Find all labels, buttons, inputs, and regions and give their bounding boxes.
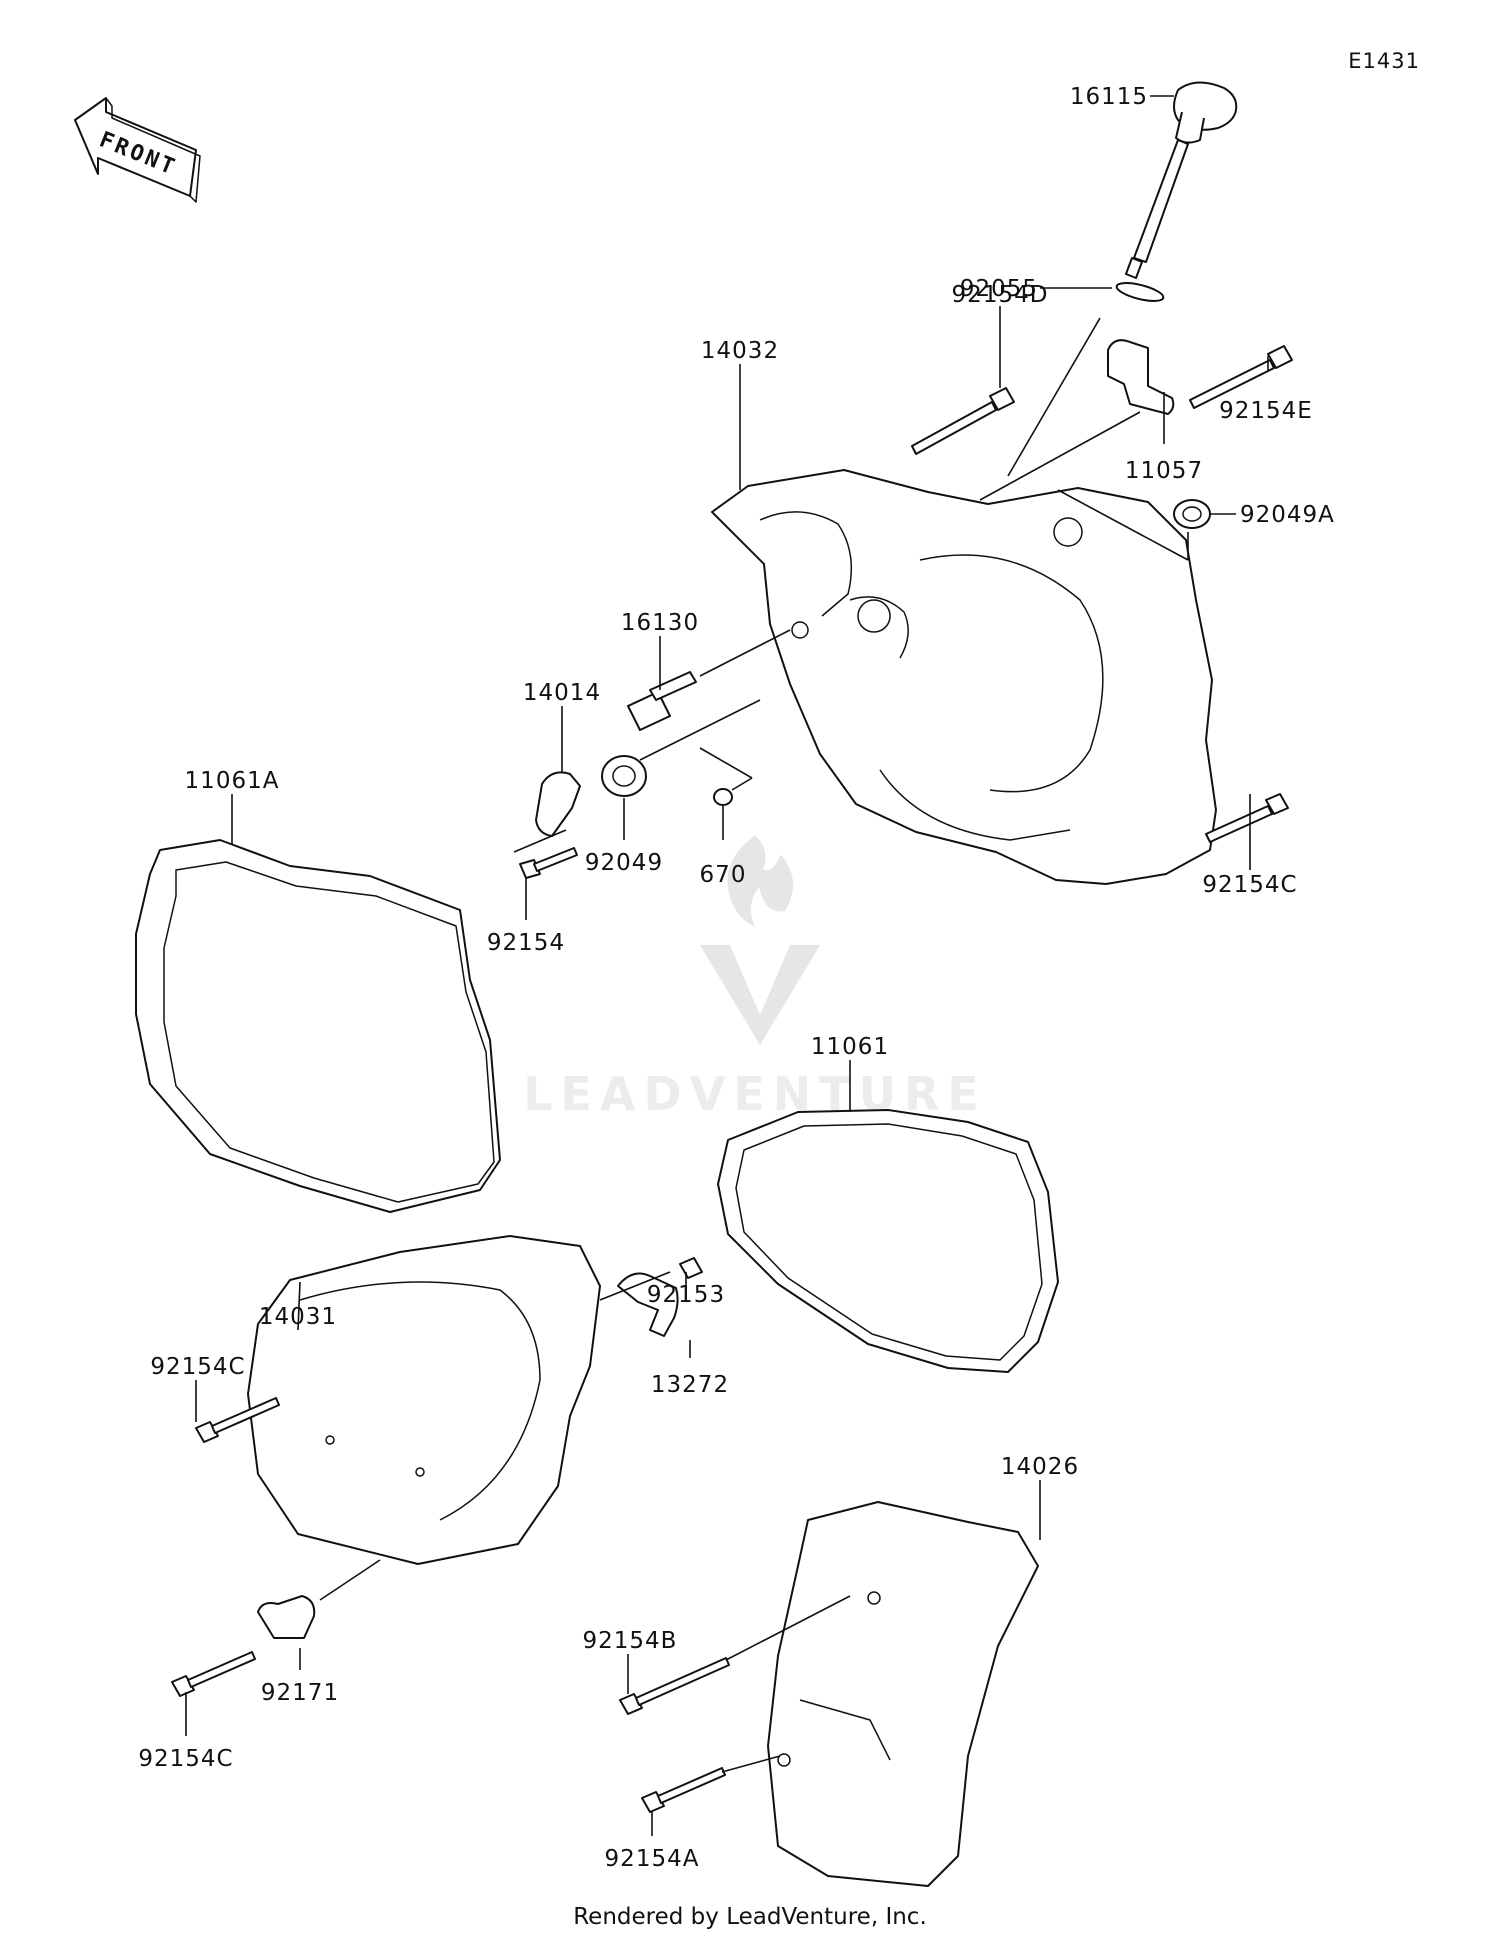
front-arrow-icon: FRONT [74,97,201,203]
fitting-16130 [627,671,697,731]
clamp-92171 [257,1595,316,1639]
label-92154C-upper: 92154C [1202,872,1297,898]
bolt-92154C-bottom [171,1651,256,1697]
label-13272: 13272 [651,1372,729,1398]
label-11061A: 11061A [185,768,280,794]
label-92154C-bottom: 92154C [138,1746,233,1772]
label-670: 670 [700,862,747,888]
label-92154C-left: 92154C [150,1354,245,1380]
bolt-92153 [679,1257,703,1279]
label-92154E: 92154E [1219,398,1313,424]
label-16130: 16130 [621,610,699,636]
gasket-11061A [135,839,501,1213]
bolt-92154D [911,387,1015,455]
label-92154D: 92154D [952,282,1049,308]
label-11057: 11057 [1125,458,1203,484]
bracket-11057 [1107,339,1175,415]
o-ring-92055 [1115,282,1165,302]
label-92049: 92049 [585,850,663,876]
leader-lines [185,95,1269,1836]
bolt-92154C-left [195,1397,280,1443]
label-92153: 92153 [647,1282,725,1308]
gasket-11061 [717,1109,1059,1373]
dipstick [1125,81,1238,279]
label-92154: 92154 [487,930,565,956]
footer-credit: Rendered by LeadVenture, Inc. [573,1904,927,1930]
o-ring-670 [713,788,733,806]
bolt-92154B [619,1657,730,1715]
label-92055: 92055 [960,276,1038,302]
sprocket-cover-14026 [767,1501,1039,1887]
label-92154B: 92154B [583,1628,678,1654]
label-92171: 92171 [261,1680,339,1706]
watermark: LEADVENTURE [523,835,987,1121]
part-labels: 16115 92055 92154D 92154E 14032 11057 92… [138,84,1335,1872]
bolt-92154C-upper [1205,793,1289,843]
crankcase-cover-14032 [711,469,1217,885]
watermark-text: LEADVENTURE [523,1067,987,1121]
label-11061: 11061 [811,1034,889,1060]
label-92154A: 92154A [605,1846,700,1872]
label-14014: 14014 [523,680,601,706]
label-92049A: 92049A [1240,502,1335,528]
bolt-92154 [519,847,578,879]
oil-seal-92049 [601,755,647,797]
diagram-code: E1431 [1348,49,1420,73]
plate-14014 [535,771,581,837]
bolt-92154E [1189,345,1293,409]
oil-seal-92049A [1173,499,1211,529]
label-14032: 14032 [701,338,779,364]
label-14026: 14026 [1001,1454,1079,1480]
generator-cover-14031 [247,1235,601,1565]
bolt-92154A [641,1767,726,1813]
label-14031: 14031 [259,1304,337,1330]
clamp-13272 [617,1272,679,1337]
label-16115: 16115 [1070,84,1148,110]
